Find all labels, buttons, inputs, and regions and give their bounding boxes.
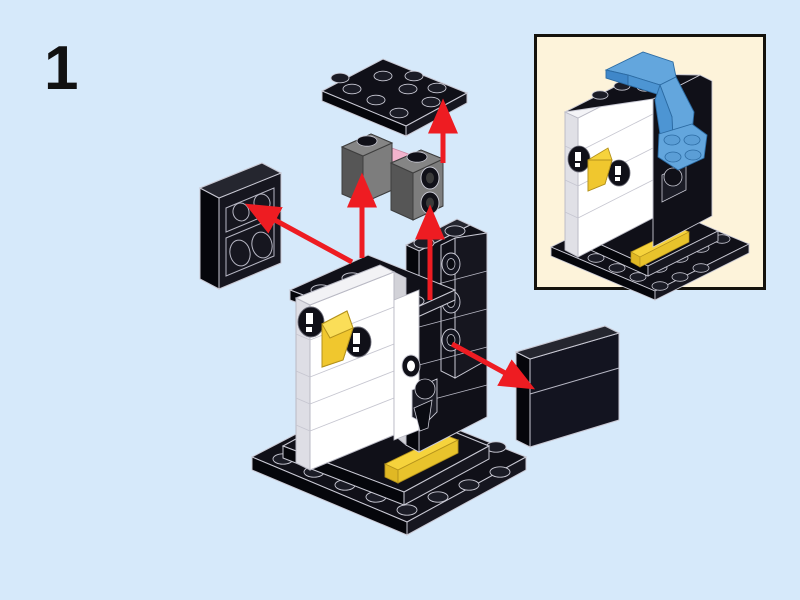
inset-beak xyxy=(587,147,613,192)
arrow-to-left-panel xyxy=(244,203,354,265)
part-brick-side-stud-dark-gray-right xyxy=(389,149,445,221)
main-assembly-penguin xyxy=(250,218,528,536)
part-panel-2x2-black xyxy=(198,162,283,290)
inset-eye-left xyxy=(567,145,591,173)
assembly-beak-yellow xyxy=(321,310,354,368)
assembly-flipper-nub xyxy=(411,378,438,432)
assembly-eye-left xyxy=(297,306,325,338)
assembly-eye-right xyxy=(344,326,372,358)
arrow-to-right-panel xyxy=(450,341,536,390)
part-brick-1x2-dark-gray-left xyxy=(340,133,394,204)
inset-model-penguin xyxy=(549,51,751,301)
assembly-arrows xyxy=(244,98,536,390)
assembly-face-white xyxy=(294,264,421,471)
part-tile-flat-black-right xyxy=(514,325,621,448)
inset-headphone-blue xyxy=(604,51,708,171)
step-number: 1 xyxy=(44,34,79,103)
